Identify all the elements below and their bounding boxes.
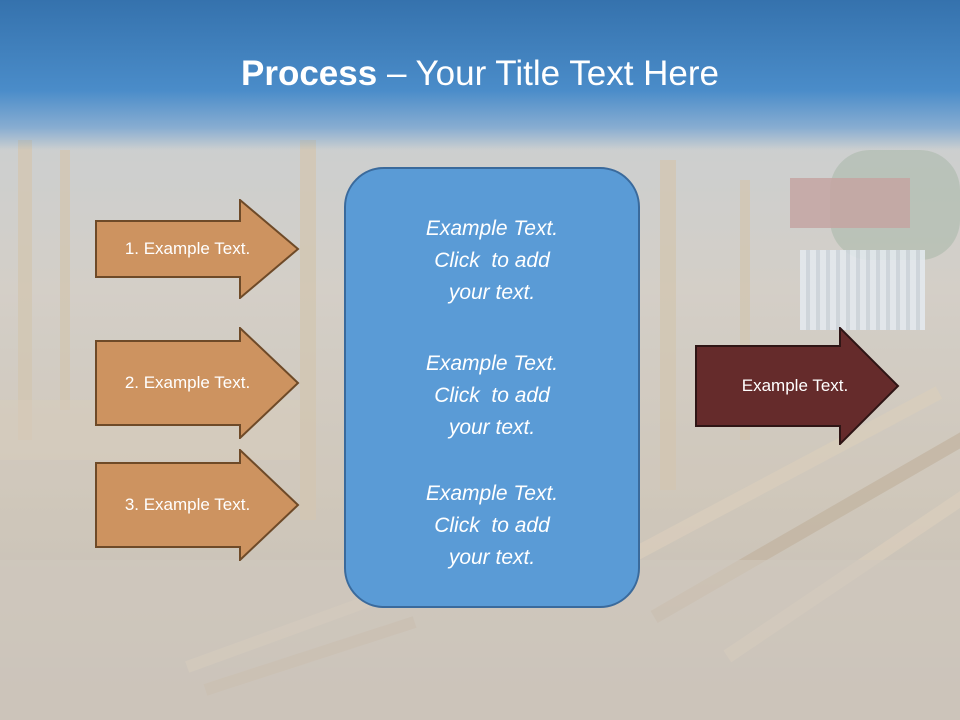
process-step-1-arrow[interactable]: 1. Example Text. [95, 199, 300, 299]
arrow-shape [95, 199, 300, 299]
process-result-arrow[interactable]: Example Text. [695, 327, 900, 445]
text-line: Example Text. [425, 352, 559, 375]
title-rest: – Your Title Text Here [377, 54, 719, 93]
process-step-2-arrow[interactable]: 2. Example Text. [95, 327, 300, 439]
process-step-1-label: 1. Example Text. [124, 239, 251, 258]
arrow-shape [695, 327, 900, 445]
process-step-2-label: 2. Example Text. [124, 373, 251, 392]
center-text-box[interactable]: Example Text. Click to add your text. Ex… [344, 167, 640, 608]
title-bold: Process [241, 54, 378, 93]
background-post [740, 180, 750, 440]
slide-title[interactable]: Process – Your Title Text Here [0, 52, 960, 96]
process-step-3-label: 3. Example Text. [124, 495, 251, 514]
center-text-block[interactable]: Example Text. Click to add your text. [346, 213, 638, 309]
text-line: your text. [448, 281, 536, 304]
text-line: Click to add [434, 514, 550, 537]
text-line: Click to add [434, 384, 550, 407]
process-result-label: Example Text. [741, 376, 849, 395]
center-text-block[interactable]: Example Text. Click to add your text. [346, 478, 638, 574]
process-step-3-arrow[interactable]: 3. Example Text. [95, 449, 300, 561]
background-post [660, 160, 676, 490]
background-roof [790, 178, 910, 228]
background-post [60, 150, 70, 410]
background-post [300, 140, 316, 520]
background-post [18, 140, 32, 440]
text-line: Click to add [434, 249, 550, 272]
text-line: your text. [448, 546, 536, 569]
title-band [0, 0, 960, 150]
center-text-block[interactable]: Example Text. Click to add your text. [346, 348, 638, 444]
text-line: your text. [448, 416, 536, 439]
text-line: Example Text. [425, 482, 559, 505]
arrow-shape [95, 449, 300, 561]
arrow-shape [95, 327, 300, 439]
text-line: Example Text. [425, 217, 559, 240]
background-fence [800, 250, 925, 330]
